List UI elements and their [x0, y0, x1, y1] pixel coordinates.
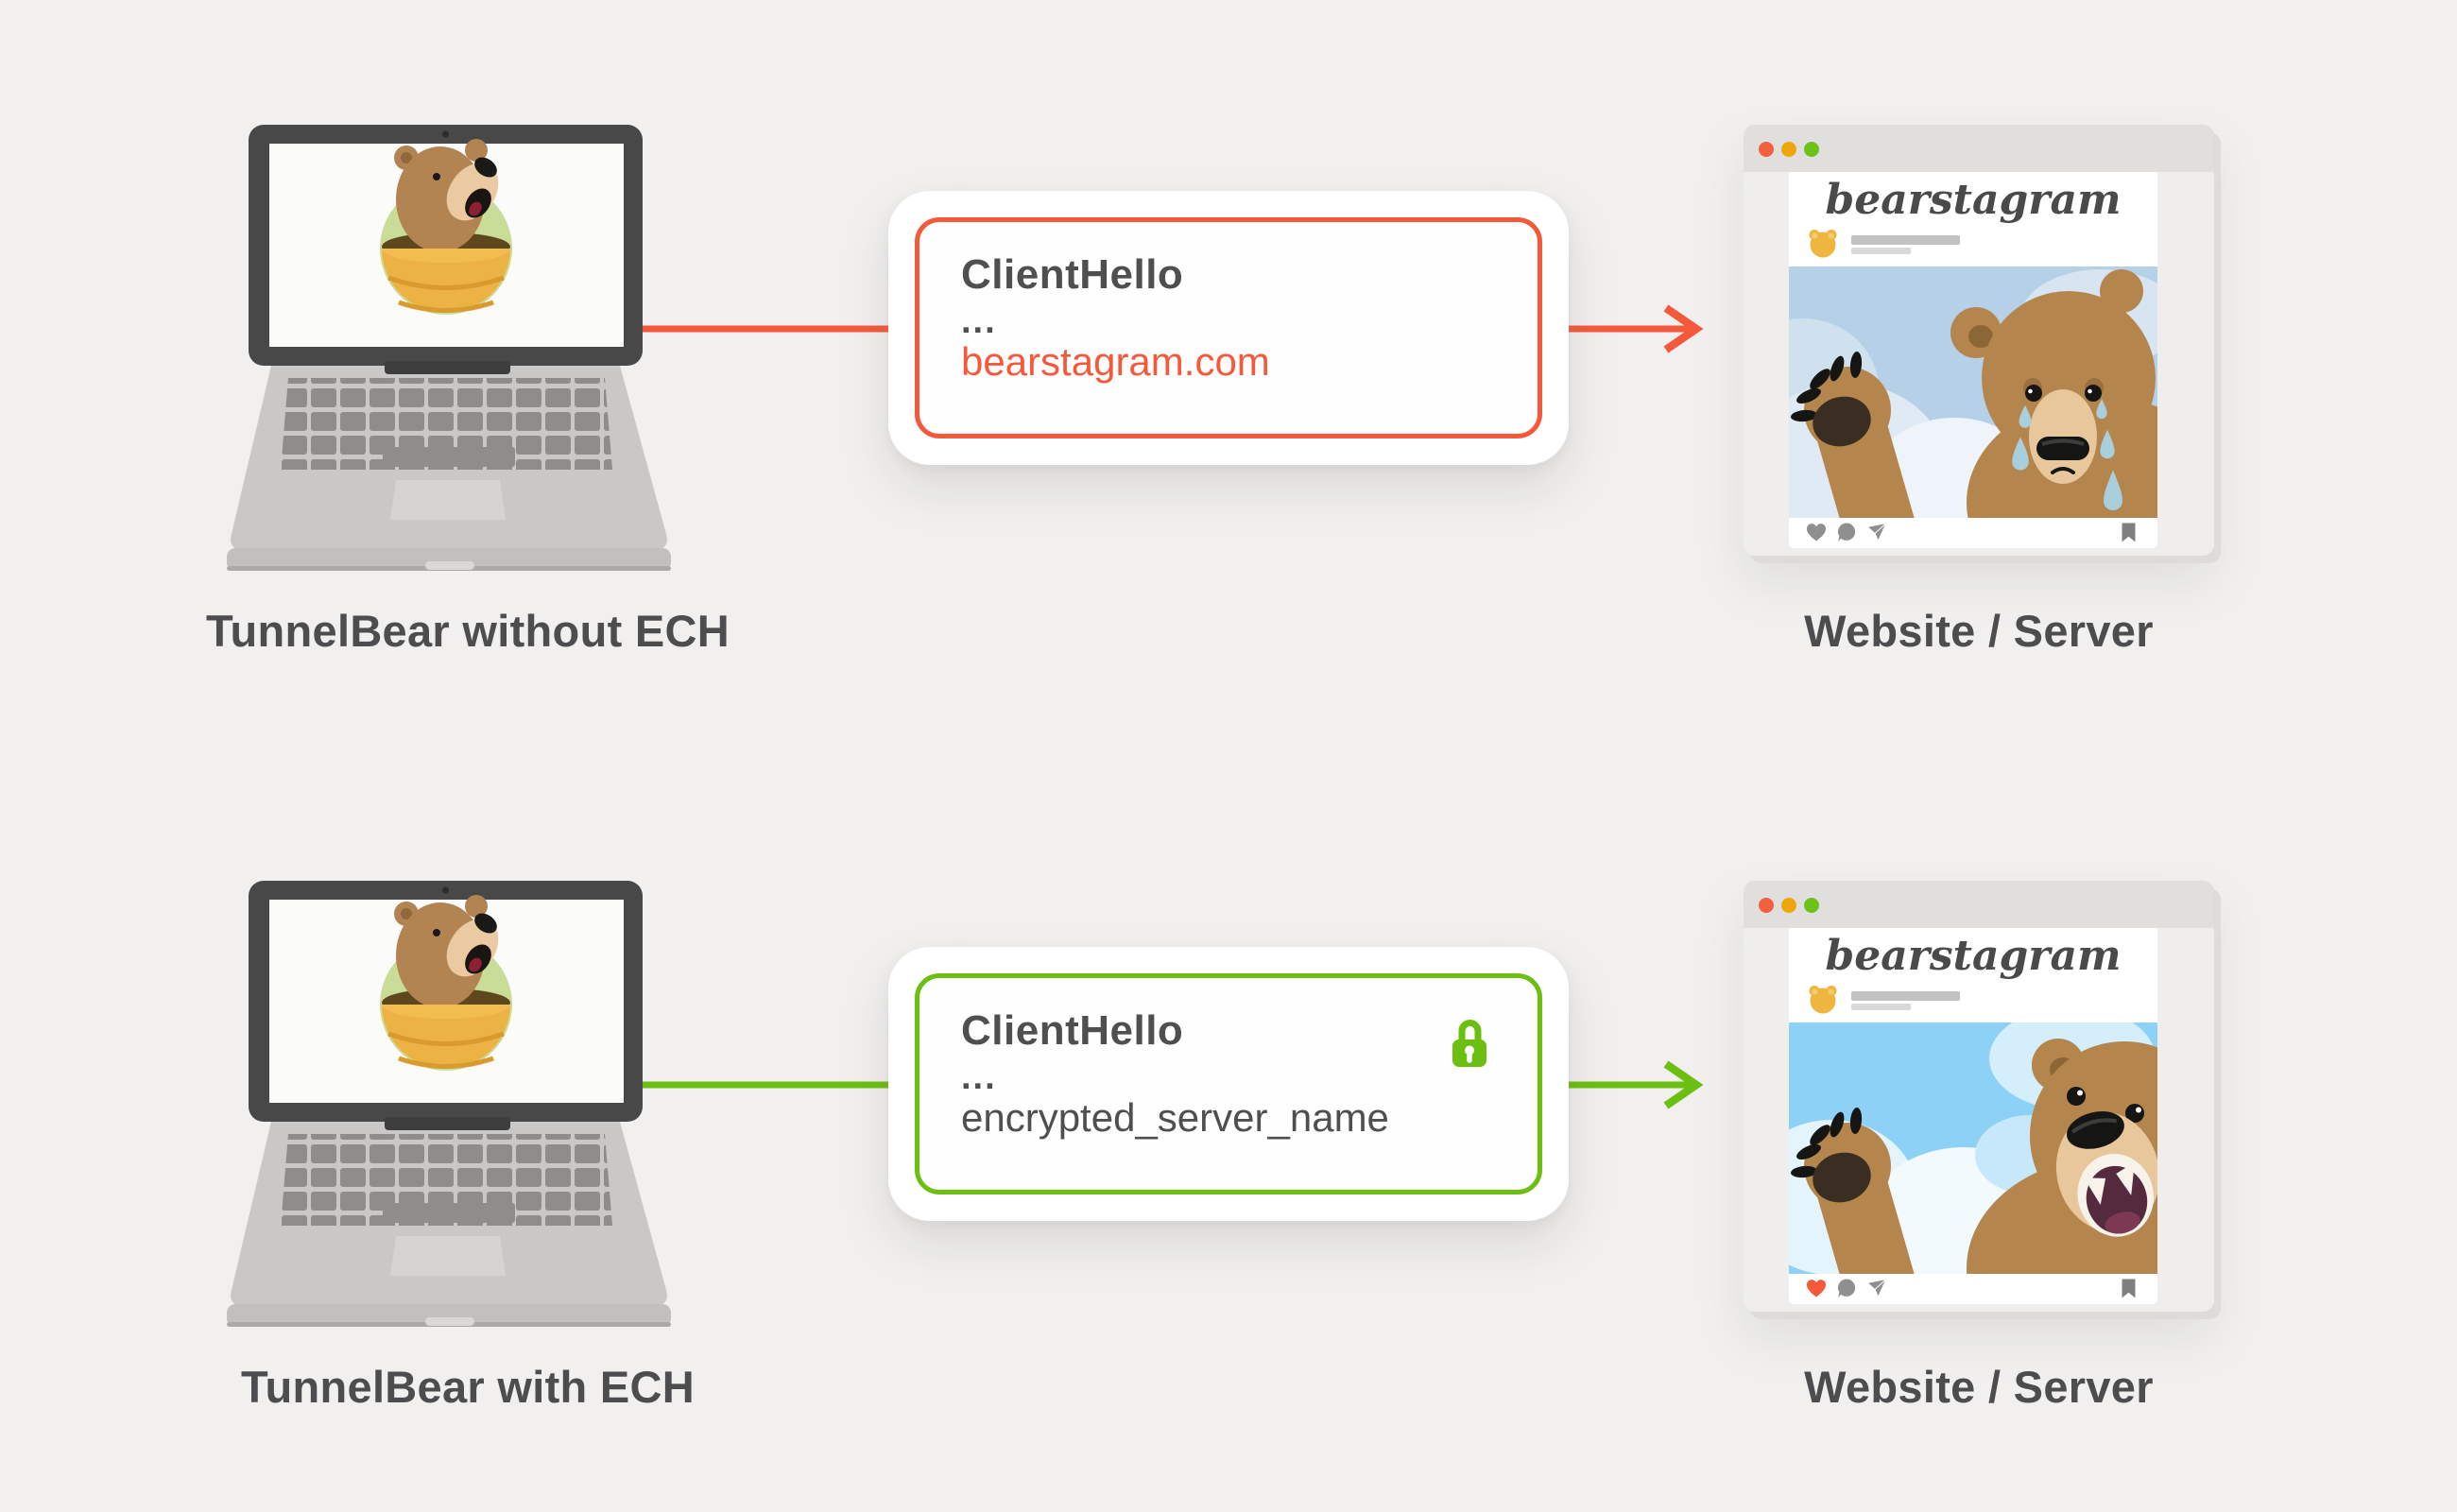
client-label: TunnelBear without ECH — [205, 606, 730, 656]
server-name-plaintext: bearstagram.com — [961, 339, 1270, 384]
bookmark-icon[interactable] — [2122, 1279, 2136, 1298]
minimize-button[interactable] — [1781, 898, 1796, 913]
site-wordmark: bearstagram — [1825, 932, 2122, 980]
client-laptop — [222, 104, 676, 576]
comment-icon[interactable] — [1836, 1279, 1857, 1298]
send-icon[interactable] — [1866, 523, 1887, 542]
browser-window: bearstagram — [1744, 881, 2214, 1312]
username-placeholder — [1851, 991, 1960, 1001]
location-placeholder — [1851, 1004, 1911, 1010]
post-actions — [1789, 1274, 2157, 1304]
browser-window: bearstagram — [1744, 125, 2214, 556]
server-name-encrypted: encrypted_server_name — [961, 1095, 1389, 1140]
maximize-button[interactable] — [1804, 898, 1819, 913]
clienthello-ellipsis: ... — [961, 301, 997, 341]
close-button[interactable] — [1759, 898, 1774, 913]
avatar — [1809, 986, 1837, 1014]
clienthello-ellipsis: ... — [961, 1057, 997, 1097]
heart-icon[interactable] — [1806, 523, 1827, 542]
location-placeholder — [1851, 248, 1911, 254]
post-photo-happy-bear — [1789, 1022, 2157, 1274]
send-icon[interactable] — [1866, 1279, 1887, 1298]
row-with-ech: ClientHello ... encrypted_server_name be… — [0, 756, 2457, 1512]
clienthello-box: ClientHello ... bearstagram.com — [915, 217, 1542, 438]
maximize-button[interactable] — [1804, 142, 1819, 157]
bearstagram-page: bearstagram — [1789, 172, 2157, 548]
row-without-ech: ClientHello ... bearstagram.com bearstag… — [205, 0, 2214, 656]
username-placeholder — [1851, 235, 1960, 245]
clienthello-box-encrypted: ClientHello ... encrypted_server_name — [915, 973, 1542, 1194]
minimize-button[interactable] — [1781, 142, 1796, 157]
heart-icon-liked[interactable] — [1806, 1279, 1827, 1298]
close-button[interactable] — [1759, 142, 1774, 157]
client-laptop — [222, 860, 676, 1332]
browser-titlebar — [1744, 125, 2214, 172]
browser-titlebar — [1744, 881, 2214, 928]
clienthello-title: ClientHello — [961, 1007, 1184, 1054]
lock-icon — [1451, 1018, 1488, 1069]
client-label: TunnelBear with ECH — [240, 1362, 696, 1412]
bearstagram-page: bearstagram — [1789, 928, 2157, 1304]
clienthello-card-encrypted: ClientHello ... encrypted_server_name — [888, 947, 1569, 1221]
server-label: Website / Server — [1804, 1362, 2154, 1412]
post-actions — [1789, 518, 2157, 548]
post-photo-sad-bear — [1789, 266, 2157, 518]
comment-icon[interactable] — [1836, 523, 1857, 542]
server-label: Website / Server — [1804, 606, 2154, 656]
clienthello-title: ClientHello — [961, 251, 1184, 298]
site-wordmark: bearstagram — [1825, 176, 2122, 224]
bookmark-icon[interactable] — [2122, 523, 2136, 542]
avatar — [1809, 230, 1837, 258]
clienthello-card: ClientHello ... bearstagram.com — [888, 191, 1569, 465]
